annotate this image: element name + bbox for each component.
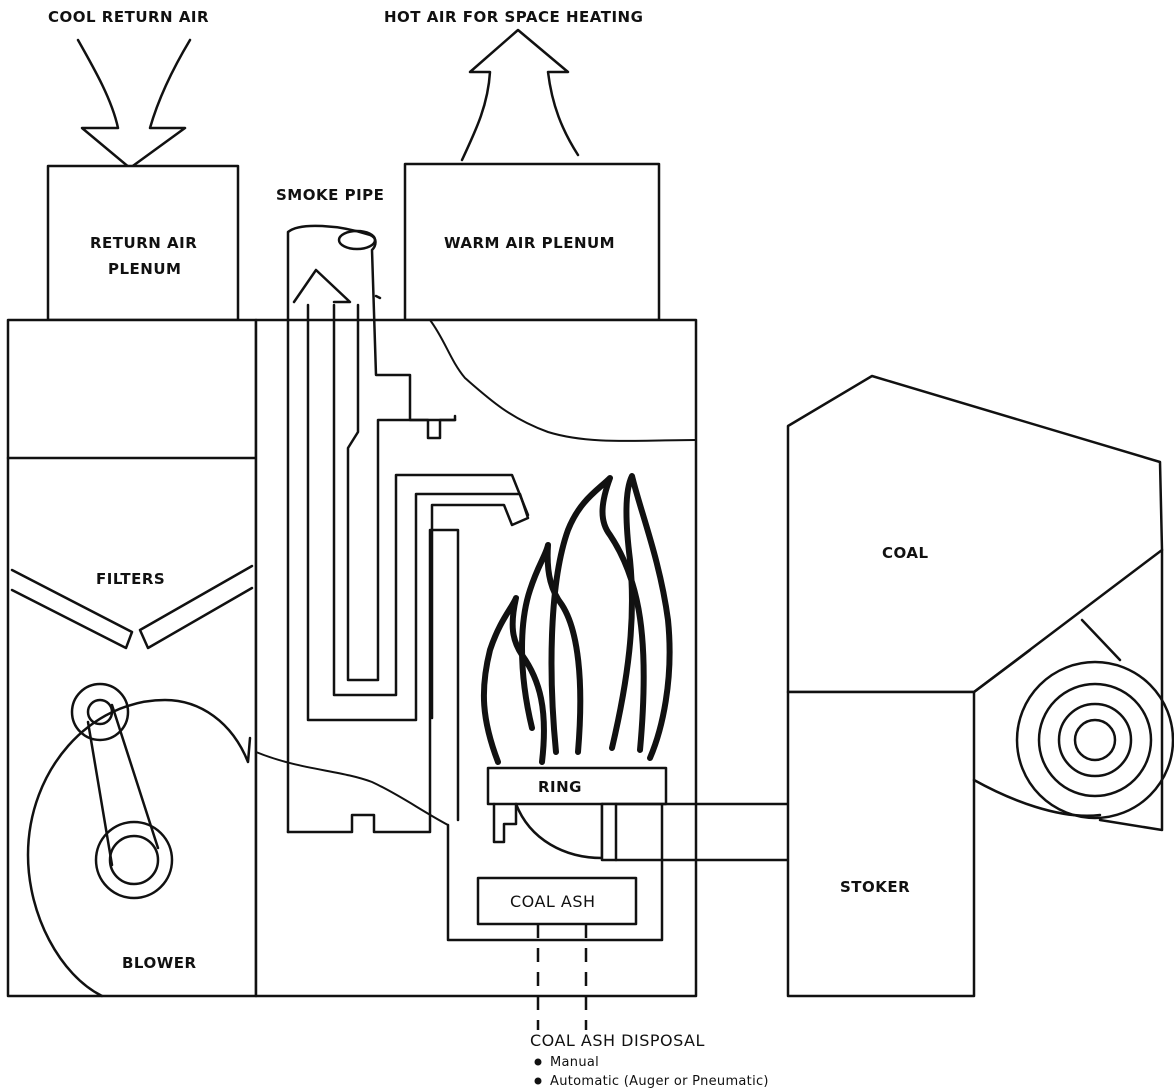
return-air-plenum-label-2: PLENUM: [108, 260, 181, 278]
smoke-pipe-label: SMOKE PIPE: [276, 186, 384, 204]
blower-label: BLOWER: [122, 954, 197, 972]
coal-ash-label: COAL ASH: [510, 892, 596, 911]
disposal-option-automatic: Automatic (Auger or Pneumatic): [550, 1074, 769, 1089]
filters-label: FILTERS: [96, 570, 165, 588]
ring-label: RING: [538, 778, 582, 796]
warm-air-plenum-label: WARM AIR PLENUM: [444, 234, 615, 252]
cool-return-air-label: COOL RETURN AIR: [48, 8, 209, 26]
cool-return-air-arrow: [78, 40, 190, 168]
disposal-option-manual: Manual: [550, 1055, 599, 1070]
coal-ash-disposal-title: COAL ASH DISPOSAL: [530, 1031, 705, 1050]
return-air-plenum-label-1: RETURN AIR: [90, 234, 197, 252]
blower-cabinet: [8, 320, 256, 996]
coal-label: COAL: [882, 544, 929, 562]
stoker: [788, 692, 974, 996]
hot-air-arrow: [462, 30, 578, 160]
stoker-label: STOKER: [840, 878, 910, 896]
hot-air-label: HOT AIR FOR SPACE HEATING: [384, 8, 643, 26]
